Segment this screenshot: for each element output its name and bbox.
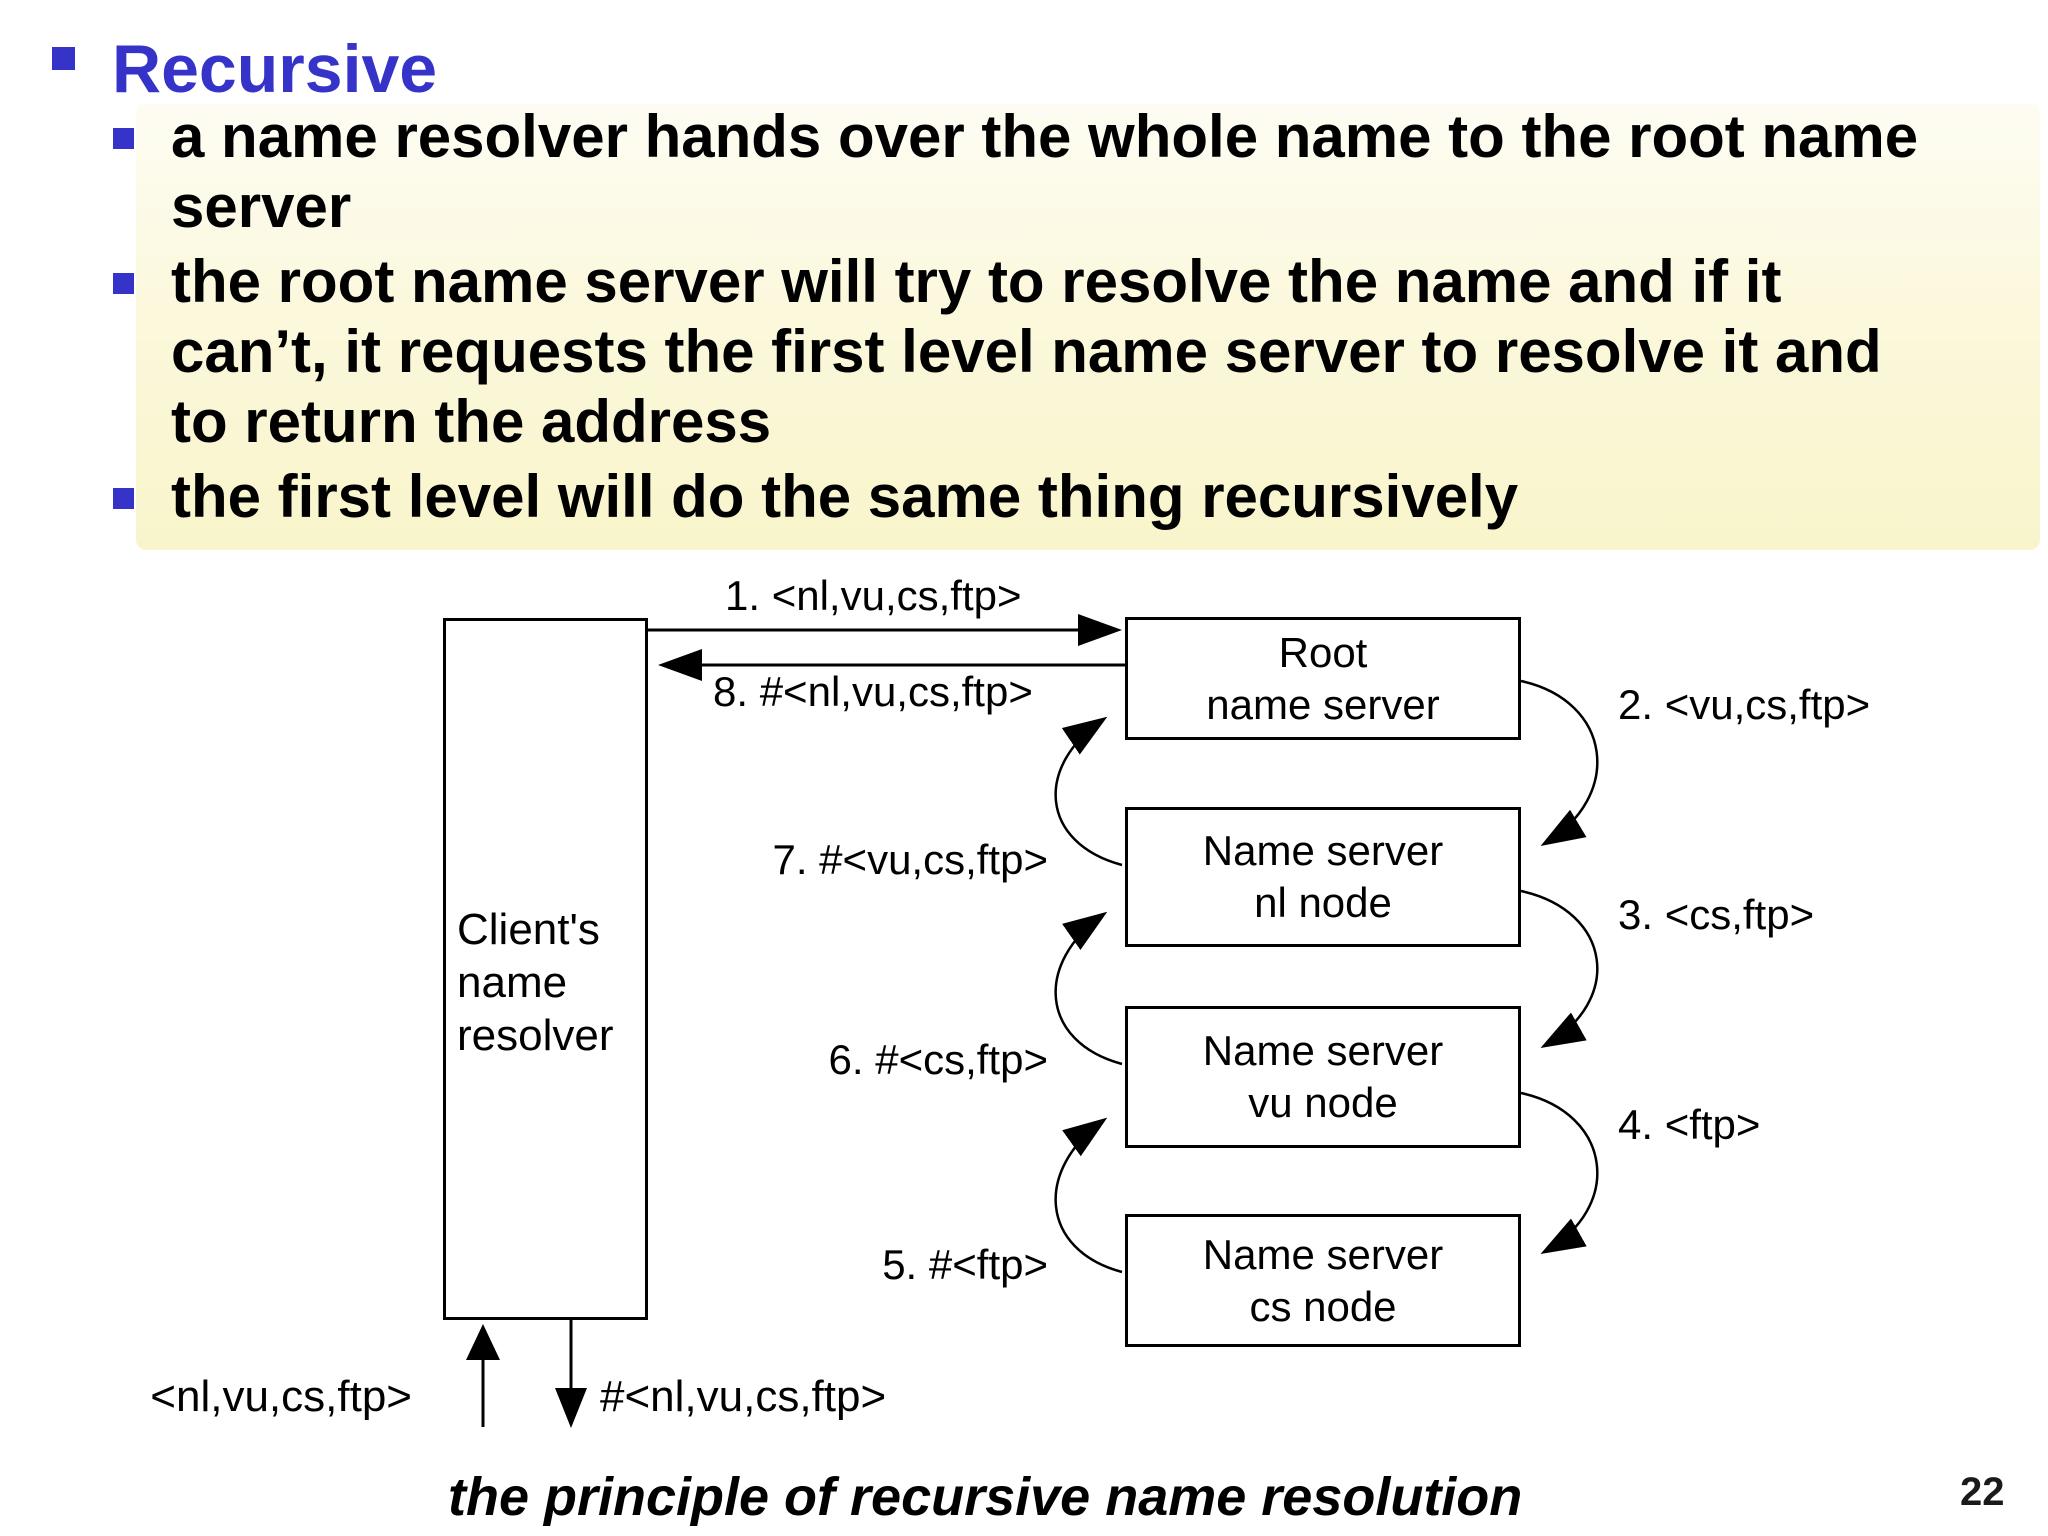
bullet-line: server — [171, 173, 352, 240]
result-label: #<nl,vu,cs,ftp> — [600, 1372, 887, 1421]
arrow-4-request-arc — [1520, 1091, 1599, 1254]
server-box-line: name server — [1206, 680, 1440, 728]
bullet-icon — [113, 128, 134, 149]
query-label: <nl,vu,cs,ftp> — [150, 1372, 412, 1421]
server-box-line: cs node — [1249, 1282, 1397, 1330]
message-label-3: 3. <cs,ftp> — [1618, 891, 1815, 938]
query-arrow-up-icon — [466, 1324, 500, 1360]
server-box-line: Root — [1278, 628, 1368, 676]
name-server-vu-box: Name server vu node — [1125, 1006, 1521, 1148]
bullet-line: the first level will do the same thing r… — [171, 463, 1519, 530]
bullet-item-2: the root name server will try to resolve… — [171, 247, 1882, 457]
figure-caption: the principle of recursive name resoluti… — [448, 1467, 1523, 1527]
bullet-line: to return the address — [171, 388, 772, 455]
message-label-5: 5. #<ftp> — [882, 1241, 1048, 1288]
bullet-line: a name resolver hands over the whole nam… — [171, 103, 1919, 170]
result-arrow-down-icon — [555, 1388, 587, 1428]
page-title: Recursive — [112, 31, 438, 107]
name-server-nl-box: Name server nl node — [1125, 807, 1521, 947]
arrow-2-request-arc — [1520, 679, 1599, 847]
arrow-3-request-arc — [1520, 889, 1599, 1048]
arrow-6-response-arc — [1054, 911, 1123, 1066]
arrow-7-response-arc — [1054, 716, 1123, 867]
server-box-line: nl node — [1254, 879, 1392, 926]
client-resolver-box — [443, 618, 648, 1320]
bullet-line: the root name server will try to resolve… — [171, 248, 1782, 315]
server-box-line: Name server — [1202, 1230, 1444, 1278]
server-box-line: Name server — [1202, 1027, 1444, 1074]
page-number: 22 — [1960, 1470, 2005, 1514]
bullet-icon — [113, 273, 134, 294]
server-box-line: vu node — [1248, 1079, 1398, 1126]
bullet-line: can’t, it requests the first level name … — [171, 318, 1882, 385]
message-label-6: 6. #<cs,ftp> — [828, 1036, 1048, 1083]
highlight-band — [136, 104, 2040, 550]
title-bullet-icon — [52, 47, 75, 70]
message-label-2: 2. <vu,cs,ftp> — [1618, 681, 1871, 728]
root-name-server-box: Root name server — [1125, 617, 1521, 740]
bullet-icon — [113, 488, 134, 509]
message-label-8: 8. #<nl,vu,cs,ftp> — [713, 668, 1033, 715]
server-box-line: Name server — [1202, 827, 1444, 874]
message-label-7: 7. #<vu,cs,ftp> — [772, 836, 1048, 883]
message-label-1: 1. <nl,vu,cs,ftp> — [725, 572, 1022, 619]
client-resolver-label: Client's name resolver — [457, 905, 614, 1060]
bullet-item-3: the first level will do the same thing r… — [171, 462, 1518, 532]
message-label-4: 4. <ftp> — [1618, 1101, 1761, 1148]
bullet-item-1: a name resolver hands over the whole nam… — [171, 102, 1918, 242]
name-server-cs-box: Name server cs node — [1125, 1214, 1521, 1347]
arrow-5-response-arc — [1054, 1117, 1123, 1274]
